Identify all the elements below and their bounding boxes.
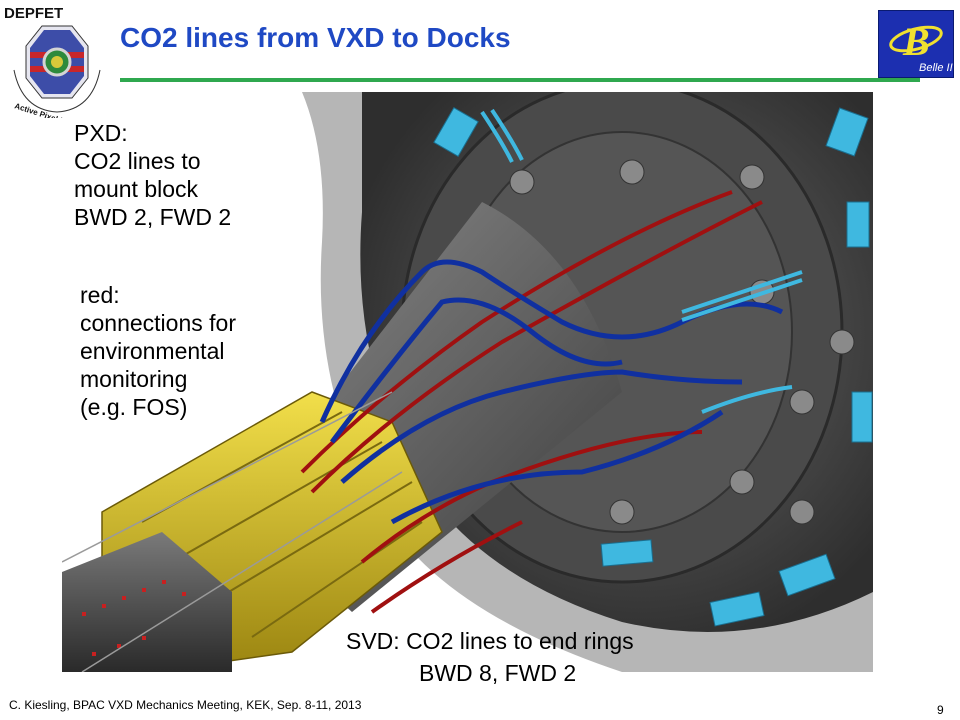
pxd-note-line: CO2 lines to (74, 148, 201, 174)
belle-ii-text: Belle II (919, 62, 953, 74)
title-underline (120, 78, 920, 82)
pxd-note-line: BWD 2, FWD 2 (74, 204, 232, 230)
depfet-logo-text: DEPFET (4, 5, 63, 22)
slide-footer: C. Kiesling, BPAC VXD Mechanics Meeting,… (9, 698, 362, 712)
belle-ii-logo: B Belle II (878, 10, 954, 78)
red-note-line: (e.g. FOS) (80, 394, 188, 420)
pxd-note: PXD: CO2 lines to mount block BWD 2, FWD… (74, 119, 231, 231)
slide-title: CO2 lines from VXD to Docks (120, 22, 511, 53)
svg-text:B: B (902, 19, 930, 64)
pxd-note-line: mount block (74, 176, 199, 202)
red-note-line: red: (80, 282, 120, 308)
page-number: 9 (937, 703, 944, 717)
cad-render-image (62, 92, 873, 672)
svd-note-line-1: SVD: CO2 lines to end rings (346, 628, 634, 654)
red-lines-note: red: connections for environmental monit… (80, 281, 236, 421)
red-note-line: connections for (80, 310, 236, 336)
red-note-line: environmental (80, 338, 225, 364)
belle-b-icon: B Belle II (889, 19, 953, 74)
depfet-logo: DEPFET Active Pixel Detector (4, 5, 101, 118)
svd-note-line-2: BWD 8, FWD 2 (419, 660, 577, 686)
pxd-note-line: PXD: (74, 120, 128, 146)
red-note-line: monitoring (80, 366, 188, 392)
